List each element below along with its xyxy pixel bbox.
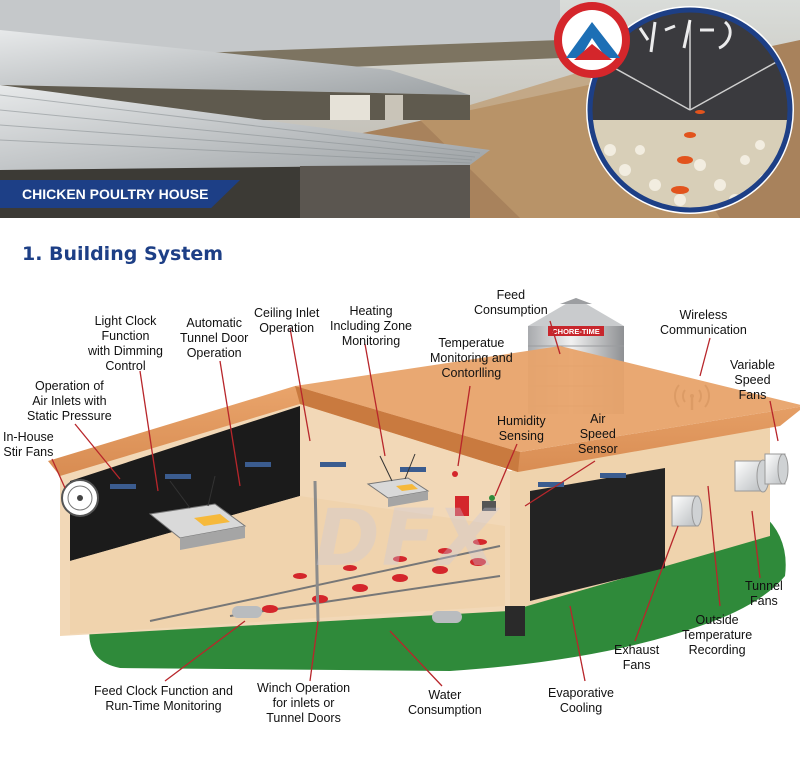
silo-brand: CHORE-TIME <box>552 327 600 336</box>
control-panel <box>455 496 469 516</box>
banner-photo: CHICKEN POULTRY HOUSE <box>0 0 800 218</box>
tunnel-fan <box>764 453 789 485</box>
heater-unit <box>366 477 430 507</box>
feeder-line <box>149 539 501 623</box>
stir-fan <box>61 479 99 517</box>
section-title: 1. Building System <box>22 243 224 265</box>
banner-label: CHICKEN POULTRY HOUSE <box>0 180 240 208</box>
heater-unit <box>148 503 247 550</box>
company-logo <box>554 2 630 78</box>
exhaust-fan <box>671 495 703 527</box>
evaporative-pad <box>530 468 665 601</box>
tunnel-fan <box>734 459 770 493</box>
watermark: DFX <box>315 494 500 584</box>
poultry-house-illustration: CHORE-TIME <box>48 298 800 687</box>
building-system-diagram: CHORE-TIME <box>0 276 800 759</box>
grass-ground <box>89 512 786 671</box>
